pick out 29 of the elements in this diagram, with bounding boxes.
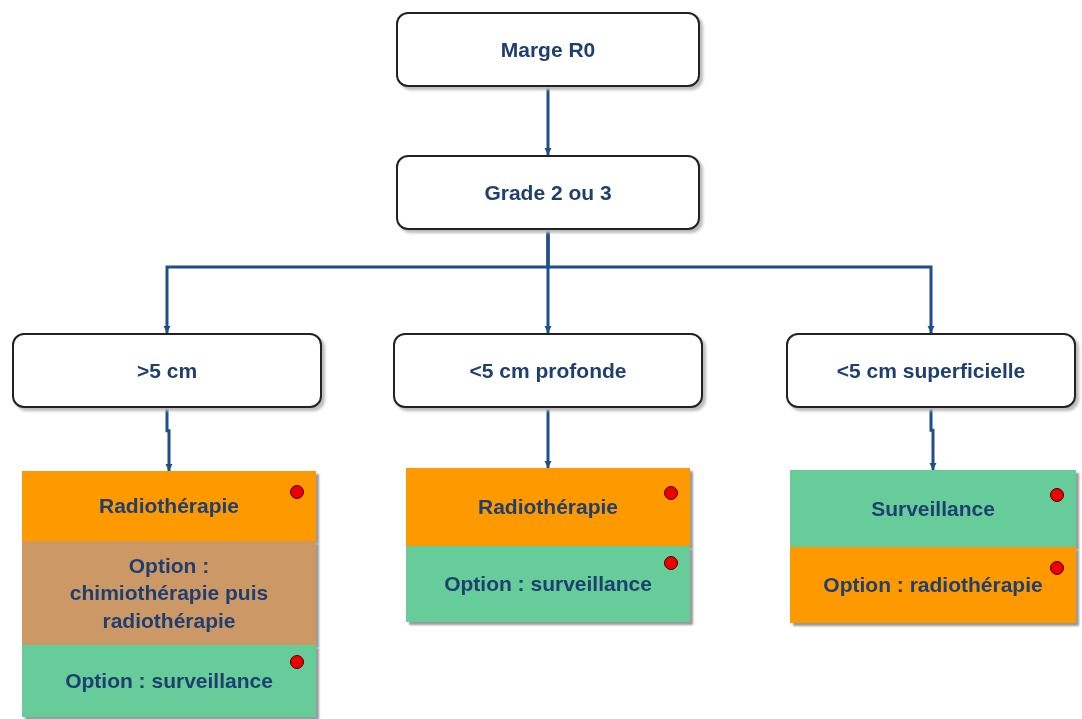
node-text: Marge R0: [500, 36, 596, 63]
criterion-box: [396, 155, 700, 230]
arrow: [544, 408, 552, 468]
treatment-box: [22, 645, 316, 717]
arrow: [165, 408, 173, 471]
node-text: <5 cm profonde: [469, 357, 627, 384]
node-text: Grade 2 ou 3: [484, 179, 612, 206]
arrow: [544, 87, 552, 155]
treatment-box: [790, 470, 1076, 547]
node-text: Option : surveillance: [65, 668, 273, 695]
node-text: Option : surveillance: [444, 571, 652, 598]
criterion-box: [786, 333, 1076, 408]
node-text: Radiothérapie: [478, 494, 618, 521]
node-text: Option : chimiothérapie puis radiothérapie: [68, 553, 270, 634]
criterion-box: [12, 333, 322, 408]
node-text: Radiothérapie: [99, 493, 239, 520]
treatment-box: [790, 547, 1076, 623]
criterion-box: [393, 333, 703, 408]
node-text: Option : radiothérapie: [823, 572, 1043, 599]
treatment-box: [22, 541, 316, 645]
treatment-box: [22, 471, 316, 541]
node-text: Surveillance: [871, 495, 995, 522]
criterion-box: [396, 12, 700, 87]
node-text: >5 cm: [136, 357, 198, 384]
treatment-box: [406, 468, 690, 546]
treatment-box: [406, 546, 690, 622]
arrow: [546, 230, 935, 333]
arrow: [929, 408, 937, 470]
node-text: <5 cm superficielle: [836, 357, 1026, 384]
